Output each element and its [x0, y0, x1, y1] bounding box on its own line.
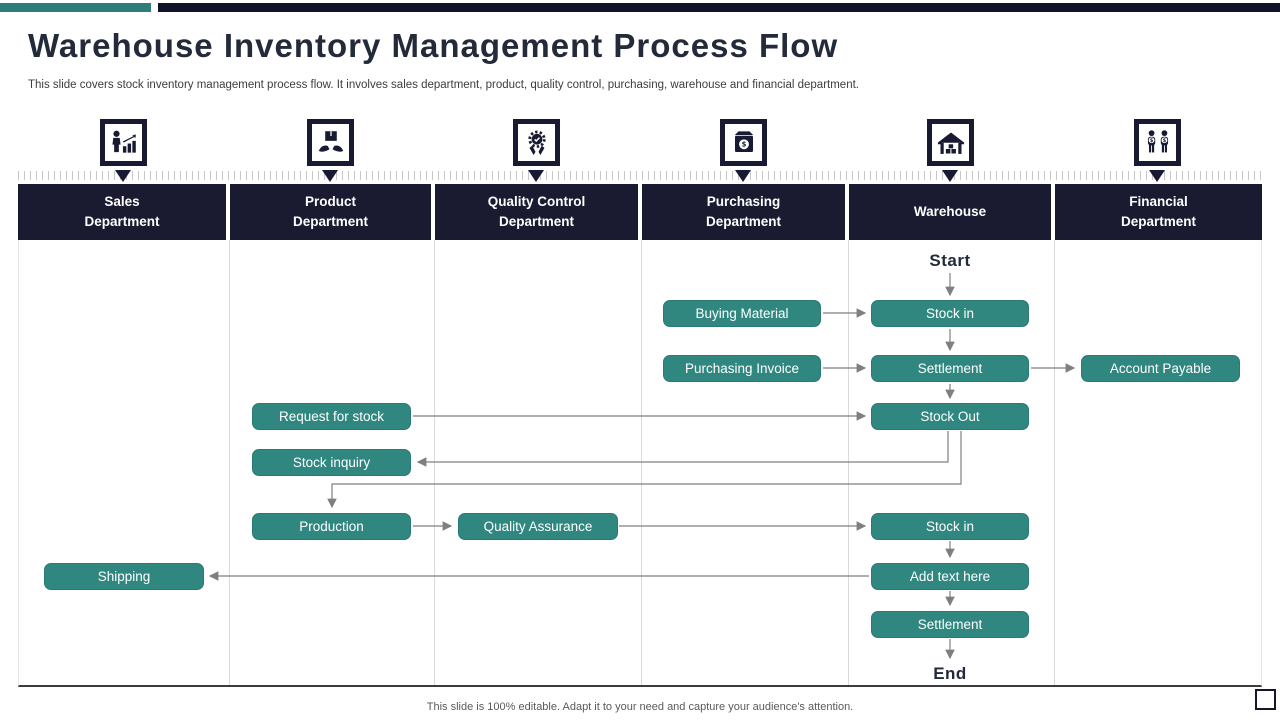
flow-node-account-payable: Account Payable — [1081, 355, 1240, 382]
svg-text:$: $ — [741, 140, 746, 148]
sales-department-icon-box — [100, 119, 147, 166]
flow-node-quality-assurance: Quality Assurance — [458, 513, 618, 540]
lane-header-quality: Quality Control Department — [435, 184, 638, 240]
end-label: End — [933, 664, 967, 683]
lane-header-sales: Sales Department — [18, 184, 226, 240]
purchasing-department-icon-box: $ — [720, 119, 767, 166]
flow-node-stock-in-2: Stock in — [871, 513, 1029, 540]
warehouse-icon-box — [927, 119, 974, 166]
flow-node-add-text-here: Add text here — [871, 563, 1029, 590]
flow-node-settlement-2: Settlement — [871, 611, 1029, 638]
lane-divider — [641, 240, 642, 685]
flow-node-buying-material: Buying Material — [663, 300, 821, 327]
flow-node-stock-in-1: Stock in — [871, 300, 1029, 327]
slide-subtitle: This slide covers stock inventory manage… — [28, 79, 859, 91]
hands-holding-box-icon — [316, 128, 346, 158]
pointer-triangle-warehouse — [942, 170, 958, 182]
quality-control-department-icon-box — [513, 119, 560, 166]
pointer-triangle-sales — [115, 170, 131, 182]
flow-node-stock-inquiry: Stock inquiry — [252, 449, 411, 476]
lane-divider — [229, 240, 230, 685]
pointer-triangle-financial — [1149, 170, 1165, 182]
corner-placeholder-square — [1255, 689, 1276, 710]
flow-node-purchasing-invoice: Purchasing Invoice — [663, 355, 821, 382]
flow-node-settlement-1: Settlement — [871, 355, 1029, 382]
pointer-triangle-purchasing — [735, 170, 751, 182]
flow-node-stock-out: Stock Out — [871, 403, 1029, 430]
quality-badge-gear-icon — [522, 128, 552, 158]
warehouse-building-icon — [936, 128, 966, 158]
flow-node-request-for-stock: Request for stock — [252, 403, 411, 430]
financial-department-icon-box: $ $ — [1134, 119, 1181, 166]
lane-header-band: Sales Department Product Department Qual… — [18, 184, 1262, 240]
svg-text:$: $ — [1162, 138, 1166, 144]
lane-divider — [848, 240, 849, 685]
lane-header-product: Product Department — [230, 184, 431, 240]
flow-node-shipping: Shipping — [44, 563, 204, 590]
page-title: Warehouse Inventory Management Process F… — [28, 27, 839, 64]
swimlane-body — [18, 240, 1262, 687]
lane-divider — [1054, 240, 1055, 685]
pointer-triangle-quality — [528, 170, 544, 182]
lane-header-financial: Financial Department — [1055, 184, 1262, 240]
people-with-dollar-icon: $ $ — [1143, 128, 1173, 158]
top-accent-navy-bar — [158, 3, 1280, 12]
start-label: Start — [929, 251, 971, 270]
person-with-bar-chart-icon — [109, 128, 139, 158]
svg-text:$: $ — [1149, 138, 1153, 144]
lane-header-warehouse: Warehouse — [849, 184, 1051, 240]
box-with-dollar-icon: $ — [729, 128, 759, 158]
top-accent-teal-bar — [0, 3, 151, 12]
tick-strip — [18, 171, 1262, 180]
lane-divider — [434, 240, 435, 685]
pointer-triangle-product — [322, 170, 338, 182]
footer-note: This slide is 100% editable. Adapt it to… — [426, 701, 854, 713]
flow-node-production: Production — [252, 513, 411, 540]
lane-header-purchasing: Purchasing Department — [642, 184, 845, 240]
product-department-icon-box — [307, 119, 354, 166]
